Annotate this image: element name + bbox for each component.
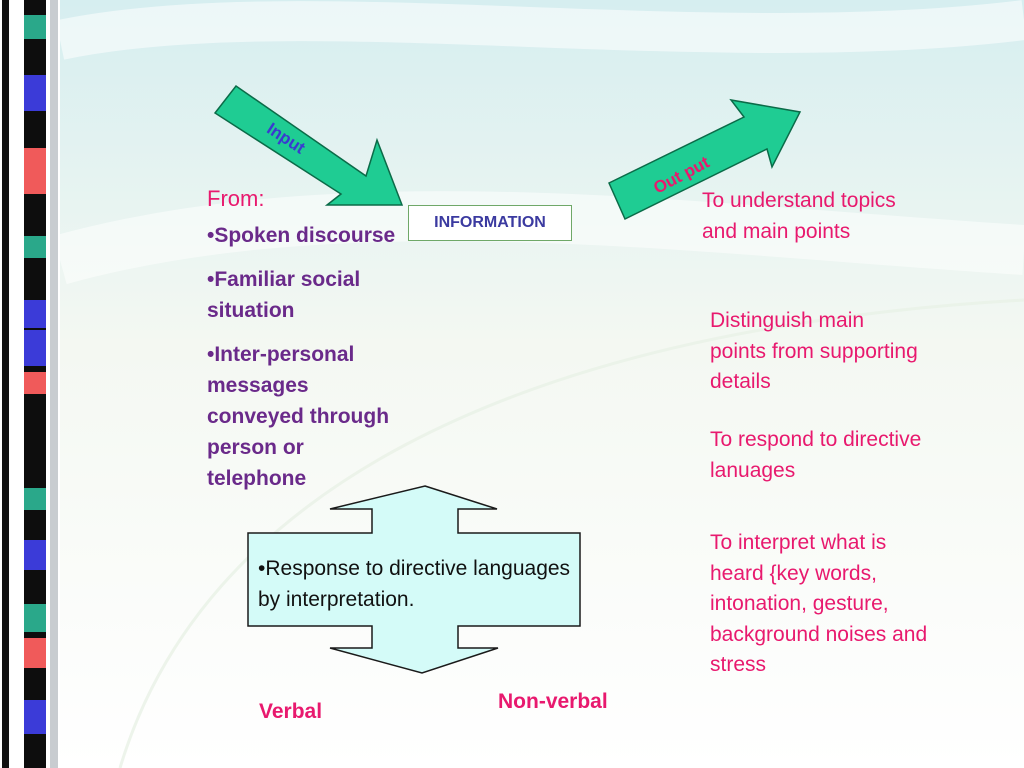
outcome-respond-directive: To respond to directive lanuages (710, 428, 922, 482)
response-text: •Response to directive languages by inte… (258, 557, 571, 611)
source-list: •Spoken discourse •Familiar social situa… (207, 220, 407, 507)
input-arrow (213, 84, 404, 206)
source-item-social-situation: •Familiar social situation (207, 268, 361, 322)
decorative-left-strip (0, 0, 60, 768)
outcome-distinguish-points: Distinguish main points from supporting … (710, 309, 918, 393)
information-label: INFORMATION (434, 214, 546, 231)
source-item-interpersonal-messages: •Inter-personal messages conveyed throug… (207, 343, 390, 490)
source-item-spoken-discourse: •Spoken discourse (207, 224, 396, 247)
response-shape (247, 485, 581, 674)
outcome-interpret-heard: To interpret what is heard {key words, i… (710, 531, 928, 676)
source-heading: From: (207, 186, 265, 211)
verbal-label: Verbal (259, 700, 323, 723)
nonverbal-label: Non-verbal (498, 690, 608, 713)
outcome-understand-topics: To understand topics and main points (702, 189, 896, 243)
information-box: INFORMATION (408, 205, 572, 241)
output-arrow (608, 98, 802, 221)
